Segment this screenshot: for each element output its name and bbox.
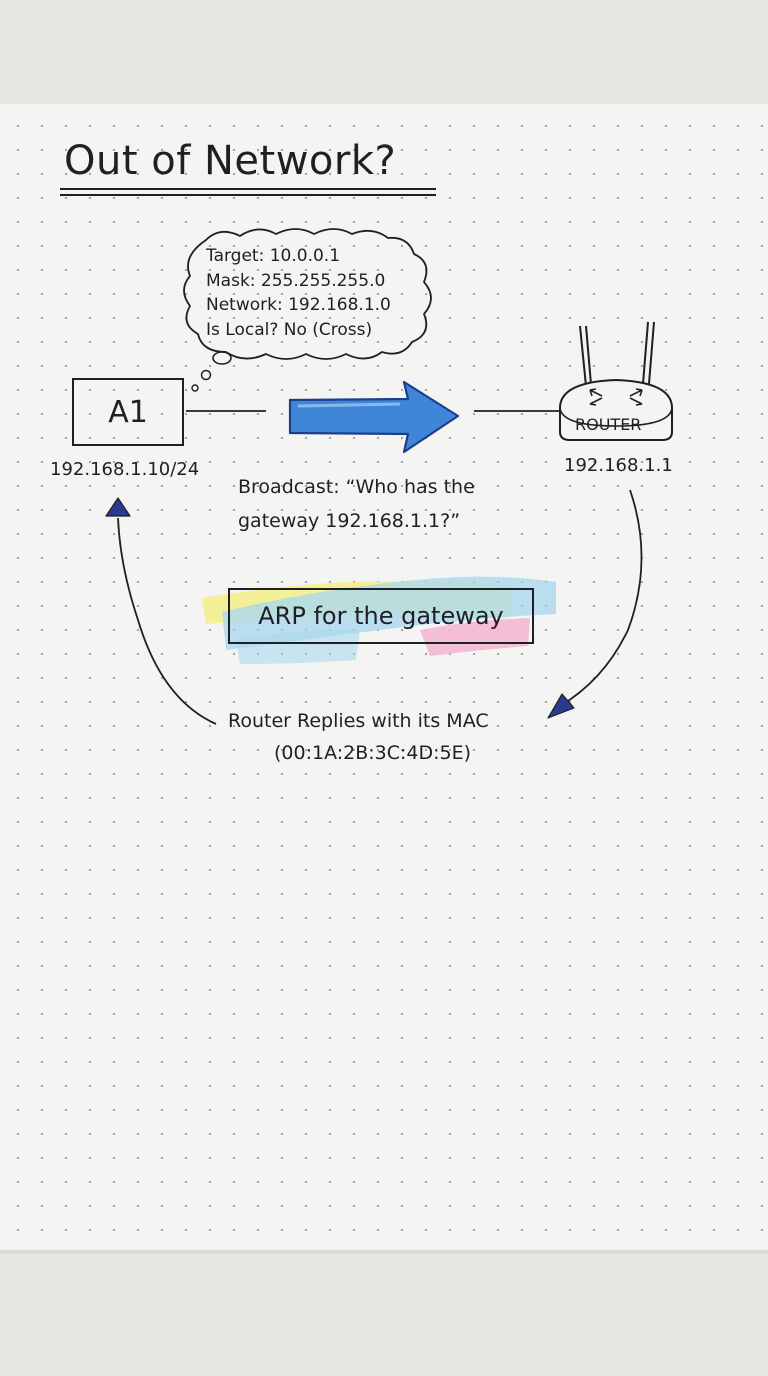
- arp-label: ARP for the gateway: [258, 602, 504, 630]
- router-label: ROUTER: [575, 415, 642, 434]
- title-underline: [60, 188, 436, 190]
- page-title: Out of Network?: [64, 138, 397, 184]
- curve-reply-to-a1: [117, 517, 217, 725]
- arrowhead-up-icon: [105, 497, 131, 517]
- arrow-highlight: [297, 402, 401, 408]
- host-name: A1: [108, 394, 148, 430]
- thought-bubble-dot-large: [212, 351, 232, 365]
- thought-bubble-dot-small: [191, 384, 199, 392]
- reply-line-1: Router Replies with its MAC: [228, 710, 489, 732]
- host-a1-box: A1: [72, 378, 184, 446]
- arrowhead-icon: [547, 693, 575, 719]
- paper-edge: [0, 1250, 768, 1254]
- broadcast-line-1: Broadcast: “Who has the: [238, 476, 475, 498]
- thought-cloud-icon: [183, 228, 432, 360]
- title-underline-second: [60, 194, 436, 196]
- router-icon: [559, 321, 673, 441]
- arp-label-box: ARP for the gateway: [228, 588, 534, 644]
- highlighter-strokes: [202, 576, 556, 664]
- reply-line-2: (00:1A:2B:3C:4D:5E): [274, 742, 472, 764]
- curve-router-to-reply: [559, 489, 643, 707]
- thought-line-target: Target: 10.0.0.1: [206, 246, 341, 266]
- arrow-right-icon: [288, 380, 460, 454]
- broadcast-line-2: gateway 192.168.1.1?”: [238, 510, 461, 532]
- dotted-paper: [0, 104, 768, 1250]
- router-ip: 192.168.1.1: [564, 455, 673, 476]
- thought-line-network: Network: 192.168.1.0: [206, 295, 391, 315]
- thought-line-is-local: Is Local? No (Cross): [206, 319, 373, 340]
- thought-line-mask: Mask: 255.255.255.0: [206, 270, 386, 291]
- host-ip: 192.168.1.10/24: [50, 459, 200, 480]
- thought-bubble-dot-medium: [200, 369, 212, 381]
